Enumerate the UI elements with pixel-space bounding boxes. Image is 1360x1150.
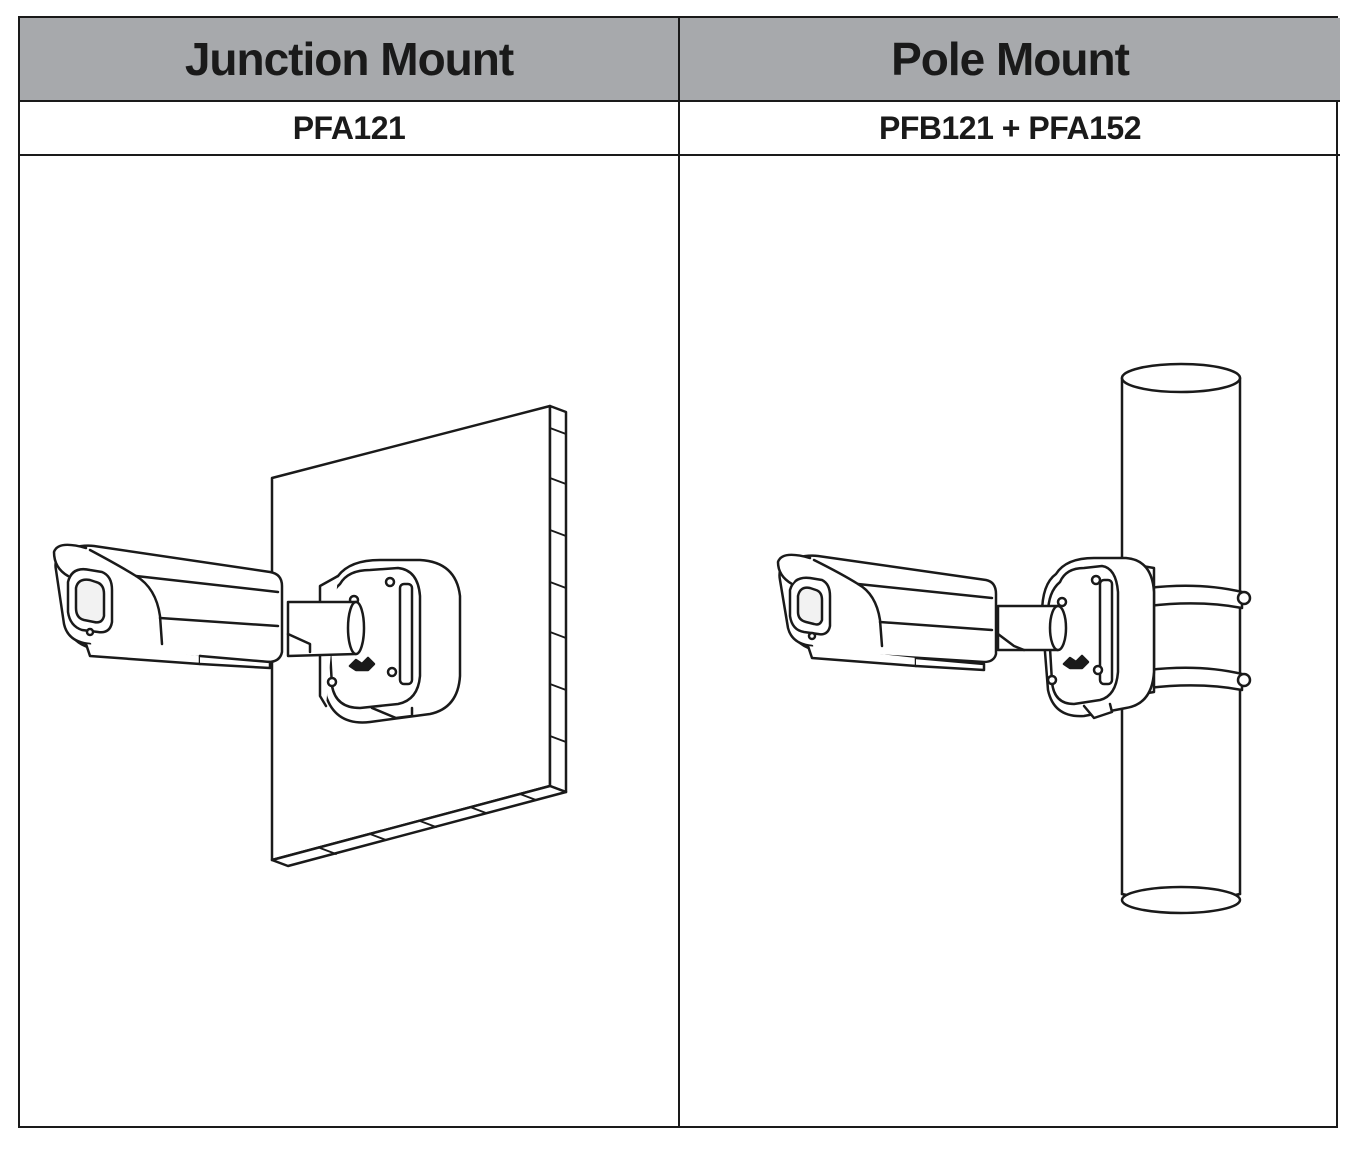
model-label: PFA121 [292,109,406,146]
column-title: Junction Mount [184,33,514,85]
illustration-junction-mount [20,156,680,1126]
bullet-camera-wall-junction-mount-icon [52,404,568,868]
column-title: Pole Mount [891,33,1130,85]
header-pole-mount: Pole Mount [680,18,1340,102]
model-label: PFB121 + PFA152 [879,109,1141,146]
model-pole-mount: PFB121 + PFA152 [680,102,1340,156]
mount-comparison-table: Junction Mount Pole Mount PFA121 PFB121 … [18,16,1340,1128]
header-junction-mount: Junction Mount [20,18,680,102]
model-junction-mount: PFA121 [20,102,680,156]
illustration-pole-mount [680,156,1340,1126]
bullet-camera-pole-mount-icon [776,362,1252,915]
